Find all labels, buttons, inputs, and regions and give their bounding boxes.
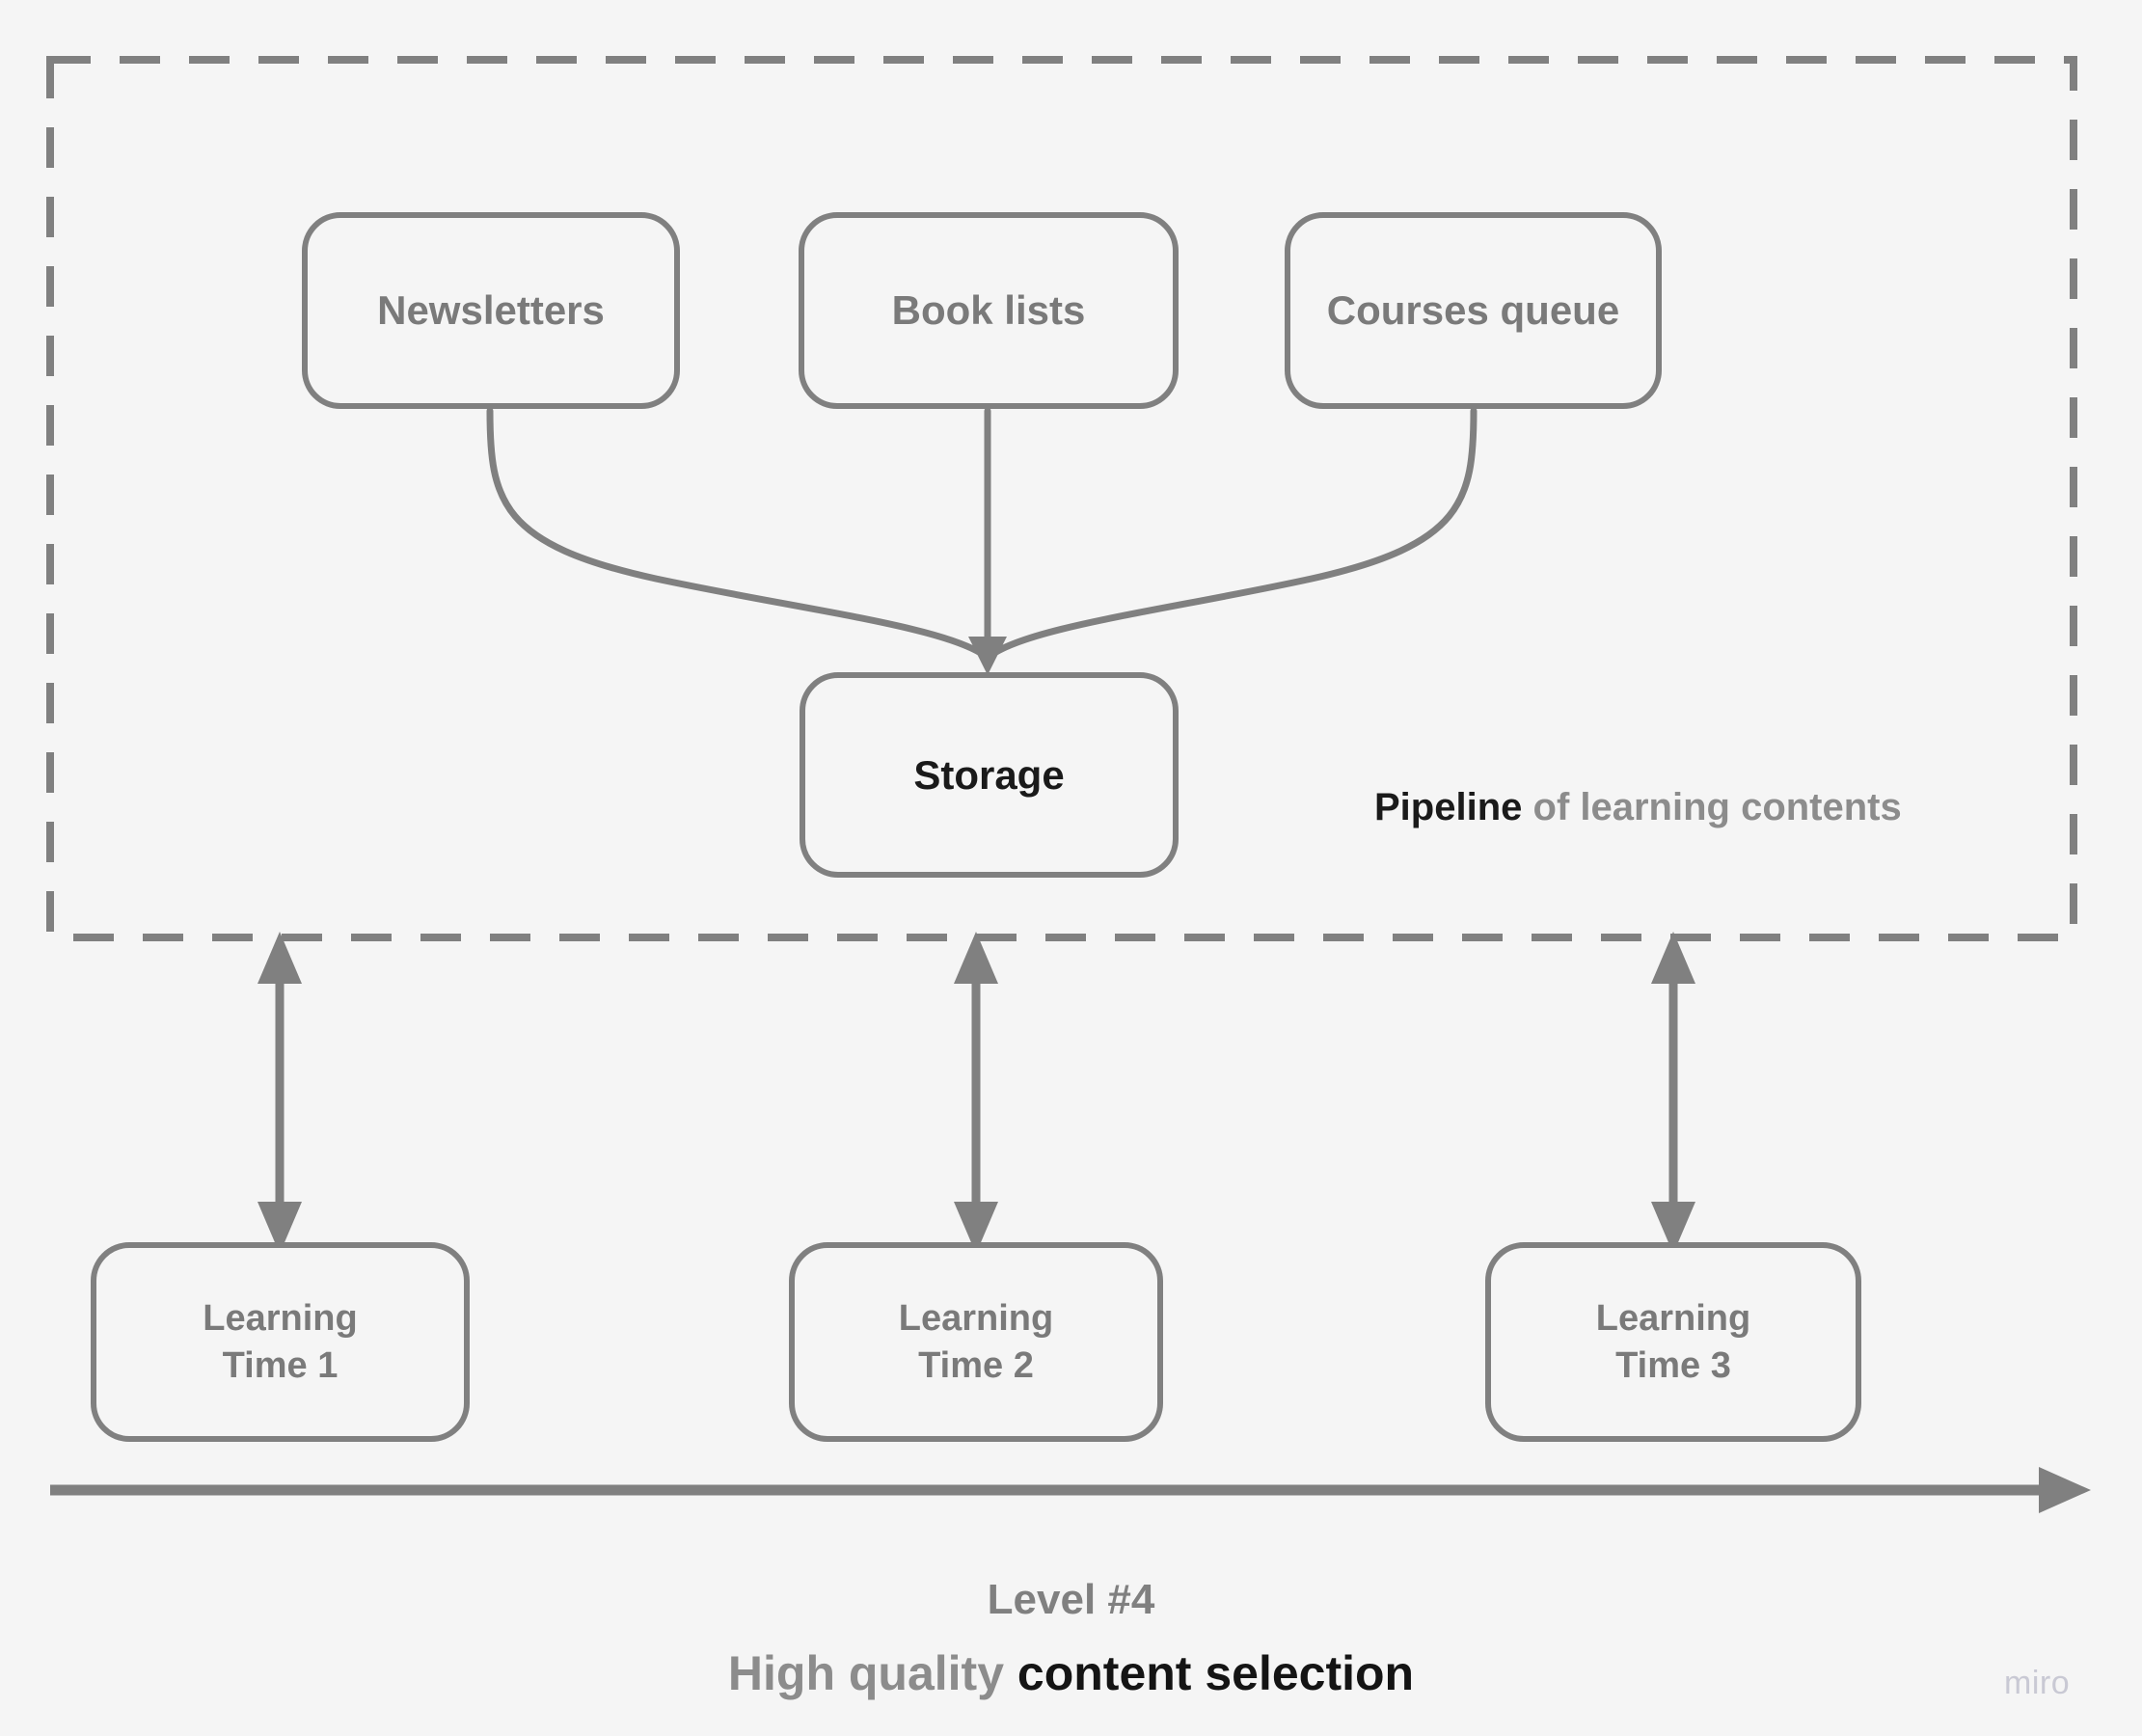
node-learning-time-2-label: Learning Time 2	[899, 1295, 1053, 1389]
node-storage-label: Storage	[913, 751, 1065, 798]
node-learning-time-2-line2: Time 2	[918, 1344, 1034, 1386]
boundary-arrowheads	[258, 932, 1695, 1254]
miro-watermark: miro	[2004, 1665, 2071, 1701]
node-learning-time-2[interactable]: Learning Time 2	[789, 1242, 1163, 1442]
connector-courses-to-storage	[984, 407, 1478, 662]
connector-newsletters-to-storage	[486, 407, 991, 662]
pipeline-annotation-strong: Pipeline	[1374, 786, 1523, 828]
timeline-arrowhead	[2039, 1467, 2091, 1513]
pipeline-annotation-muted: of learning contents	[1522, 786, 1902, 828]
node-learning-time-1-line1: Learning	[203, 1297, 358, 1339]
node-learning-time-3-label: Learning Time 3	[1596, 1295, 1750, 1389]
pipeline-annotation: Pipeline of learning contents	[1374, 786, 1902, 829]
node-book-lists[interactable]: Book lists	[799, 212, 1179, 409]
node-courses-queue-label: Courses queue	[1326, 287, 1620, 334]
caption-title-strong: content selection	[1017, 1646, 1415, 1701]
node-newsletters[interactable]: Newsletters	[302, 212, 680, 409]
caption-title: High quality content selection	[0, 1640, 2142, 1708]
node-learning-time-1-line2: Time 1	[222, 1344, 339, 1386]
source-to-storage-connectors	[486, 407, 1478, 662]
caption-title-muted: High quality	[727, 1646, 1017, 1701]
caption-level: Level #4	[987, 1576, 1155, 1623]
node-book-lists-label: Book lists	[891, 287, 1086, 334]
node-learning-time-1[interactable]: Learning Time 1	[91, 1242, 470, 1442]
node-courses-queue[interactable]: Courses queue	[1285, 212, 1662, 409]
node-learning-time-3[interactable]: Learning Time 3	[1485, 1242, 1861, 1442]
node-learning-time-1-label: Learning Time 1	[203, 1295, 357, 1389]
arrowhead-into-storage	[968, 637, 1007, 675]
node-learning-time-2-line1: Learning	[898, 1297, 1054, 1339]
node-storage[interactable]: Storage	[800, 672, 1179, 878]
node-newsletters-label: Newsletters	[377, 287, 605, 334]
diagram-caption: Level #4 High quality content selection	[0, 1570, 2142, 1708]
node-learning-time-3-line2: Time 3	[1615, 1344, 1731, 1386]
boundary-crossing-arrows	[275, 960, 1678, 1227]
node-learning-time-3-line1: Learning	[1595, 1297, 1751, 1339]
timeline-axis	[50, 1467, 2091, 1513]
